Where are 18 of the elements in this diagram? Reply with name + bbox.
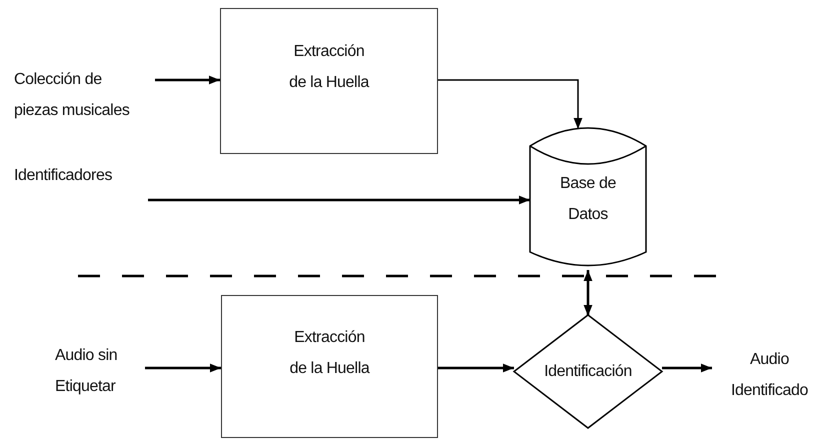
process-box xyxy=(221,295,438,438)
text-label: Audio sin Etiquetar xyxy=(55,340,145,400)
arrow xyxy=(148,196,530,204)
text-label: Audio Identificado xyxy=(712,344,827,404)
arrow xyxy=(155,76,220,84)
arrow xyxy=(584,270,592,316)
text-label: Colección de piezas musicales xyxy=(14,64,155,120)
arrow xyxy=(438,364,514,372)
text-label: Identificadores xyxy=(14,162,180,200)
arrow xyxy=(145,364,221,372)
node-text: Extracción de la Huella xyxy=(288,328,371,379)
node-text: Base de Datos xyxy=(559,174,617,225)
node-text: Identificación xyxy=(543,362,633,382)
process-box xyxy=(220,8,438,154)
node-text: Extracción de la Huella xyxy=(288,42,370,93)
arrow xyxy=(662,364,712,372)
decision-diamond xyxy=(514,315,662,428)
arrow xyxy=(438,79,582,129)
